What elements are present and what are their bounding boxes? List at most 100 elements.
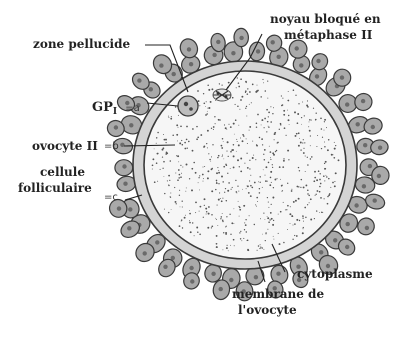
cytoplasm-granule [262,79,263,80]
cytoplasm-granule [254,224,255,225]
cytoplasm-granule [265,233,266,234]
cytoplasm-granule [324,119,326,121]
cytoplasm-granule [324,163,325,164]
cytoplasm-granule [180,176,182,178]
cytoplasm-granule [252,157,254,159]
cytoplasm-granule [168,116,169,117]
cytoplasm-granule [298,145,300,147]
first-polar-body [178,96,198,116]
cytoplasm-granule [217,157,218,158]
follicle-cell-nucleus [187,47,191,51]
cytoplasm-granule [300,187,301,188]
cytoplasm-granule [279,243,281,245]
cytoplasm-granule [207,227,209,229]
cytoplasm-granule [230,126,232,128]
cytoplasm-granule [221,216,223,218]
cytoplasm-granule [305,171,306,172]
cytoplasm-granule [307,157,308,158]
cytoplasm-granule [298,132,300,134]
cytoplasm-granule [240,78,242,80]
cytoplasm-granule [246,188,247,189]
cytoplasm-granule [198,100,200,102]
cytoplasm-granule [285,209,286,210]
follicle-cell-nucleus [159,63,163,67]
cytoplasm-granule [238,82,240,84]
cytoplasm-granule [249,215,250,216]
cytoplasm-granule [229,214,230,215]
cytoplasm-granule [260,96,262,98]
cytoplasm-granule [247,240,249,242]
cytoplasm-granule [334,142,335,143]
cytoplasm-granule [273,187,274,188]
cytoplasm-granule [325,161,327,163]
cytoplasm-granule [237,77,238,78]
cytoplasm-granule [191,168,193,170]
cytoplasm-granule [325,175,326,176]
cytoplasm-granule [218,183,219,184]
cytoplasm-granule [268,116,269,117]
cytoplasm-granule [273,239,274,240]
cytoplasm-granule [303,221,304,222]
follicle-cell-nucleus [277,55,281,59]
cytoplasm-granule [287,150,289,152]
cytoplasm-granule [199,189,200,190]
cytoplasm-granule [301,179,302,180]
cytoplasm-granule [211,168,213,170]
cytoplasm-granule [204,166,205,167]
cytoplasm-granule [219,192,220,193]
cytoplasm-granule [179,190,180,191]
follicle-cell-nucleus [276,272,280,276]
follicle-cell-nucleus [378,146,382,150]
cytoplasm-granule [207,170,209,172]
cytoplasm-granule [152,164,154,166]
cytoplasm-granule [232,187,233,188]
cytoplasm-granule [184,217,186,219]
cytoplasm-granule [263,169,264,170]
cytoplasm-granule [277,142,278,143]
cytoplasm-granule [222,213,223,214]
cytoplasm-granule [334,181,335,182]
cytoplasm-granule [211,88,213,90]
cytoplasm-granule [210,161,211,162]
cytoplasm-granule [185,191,186,192]
cytoplasm-granule [239,232,240,233]
cytoplasm-granule [269,219,270,220]
cytoplasm-granule [245,108,246,109]
cytoplasm-granule [262,234,263,235]
cytoplasm-granule [231,222,233,224]
follicle-cell-nucleus [340,75,344,79]
label-cellule-line2: folliculaire [18,181,92,196]
cytoplasm-granule [152,169,153,170]
follicle-cell-nucleus [356,122,360,126]
cytoplasm-granule [166,151,168,153]
cytoplasm-granule [222,198,223,199]
cytoplasm-granule [221,176,223,178]
cytoplasm-granule [273,107,274,108]
cytoplasm-granule [291,190,293,192]
cytoplasm-granule [223,232,224,233]
cytoplasm-granule [236,192,237,193]
cytoplasm-granule [179,195,180,196]
cytoplasm-granule [294,111,296,113]
cytoplasm-granule [261,119,263,121]
cytoplasm-granule [247,167,249,169]
cytoplasm-granule [265,180,267,182]
follicle-cell-nucleus [216,40,220,44]
cytoplasm-granule [207,130,209,132]
cytoplasm-granule [190,231,192,233]
cytoplasm-granule [178,115,179,116]
cytoplasm-granule [265,175,266,176]
cytoplasm-granule [319,173,320,174]
cytoplasm-granule [216,180,218,182]
cytoplasm-granule [298,186,299,187]
cytoplasm-granule [333,157,335,159]
cytoplasm-granule [267,81,268,82]
cytoplasm-granule [228,156,229,157]
cytoplasm-granule [176,203,177,204]
cytoplasm-granule [194,235,195,236]
cytoplasm-granule [307,106,309,108]
cytoplasm-granule [305,217,306,218]
cytoplasm-granule [309,202,310,203]
cytoplasm-granule [226,129,227,130]
cytoplasm-granule [300,149,301,150]
